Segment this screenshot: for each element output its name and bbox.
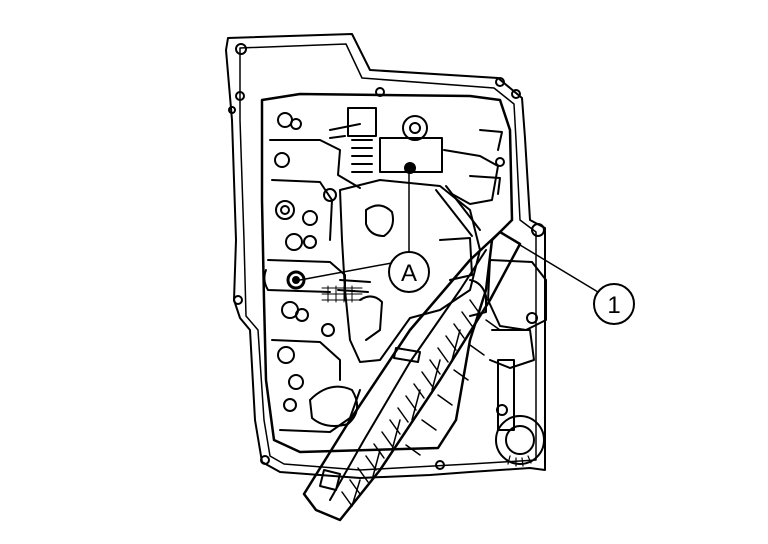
leader-line-a [299,169,410,281]
fluid-channel [263,269,331,293]
valve-bolt [275,200,295,220]
solenoid-gear [402,115,428,141]
valve-body-cavity [260,92,514,454]
solenoid-block [347,107,377,137]
harness-rail [329,249,487,501]
valve-bolt [285,233,303,251]
manifold-passage [439,237,473,281]
side-bracket [489,329,535,369]
harness-rail [302,230,522,522]
valve-bolt [323,188,337,202]
bolt-hole [495,77,505,87]
connector [443,149,499,205]
fluid-channel [269,139,361,189]
channel-tube [329,123,361,139]
harness-rail [469,279,487,317]
side-bracket [487,259,547,331]
harness-clip [319,469,341,491]
valve-bolt [321,323,335,337]
solenoid-bolt [404,162,416,174]
side-bolt [496,404,508,416]
manifold-passage [365,204,394,237]
valve-bolt [290,118,302,130]
valve-bolt [277,112,293,128]
fluid-channel [271,179,333,241]
harness-clip [393,347,421,363]
manifold-passage [337,279,371,293]
side-gear [495,415,545,465]
callout-1-label: 1 [607,292,620,319]
bolt-hole [235,43,247,55]
bolt-hole [235,91,245,101]
valve-bolt [277,346,295,364]
bolt-hole [511,89,521,99]
side-bolt [526,312,538,324]
valve-bolt [280,205,290,215]
callout-a-label: A [401,260,417,287]
fluid-channel [271,339,341,381]
solenoid-gear [409,122,421,134]
callout-1-circle [593,283,635,325]
valve-bolt [292,276,300,284]
bolt-hole [233,295,243,305]
spring-coil [351,139,373,173]
leader-line-1 [519,244,599,293]
valve-bolt [303,235,317,249]
manifold-passage [359,295,383,341]
bolt-hole [228,106,236,114]
bolt-hole [531,223,545,237]
valve-bolt [288,374,304,390]
harness-teeth [341,299,501,507]
manifold-grid [321,285,363,303]
connector [469,175,501,195]
valve-bolt [274,152,290,168]
valve-bolt [283,398,297,412]
connector [479,129,503,151]
callout-a-circle [388,251,430,293]
bolt-hole [260,455,270,465]
side-gear [505,425,535,455]
valve-bolt [295,308,309,322]
bolt-hole [435,460,445,470]
valve-bolt [302,210,318,226]
channel-tube [435,185,481,237]
housing-inner-outline [239,43,537,471]
side-gear-teeth [507,455,532,467]
bolt-hole [375,87,385,97]
bolt-hole [495,157,505,167]
side-shaft [497,359,515,431]
